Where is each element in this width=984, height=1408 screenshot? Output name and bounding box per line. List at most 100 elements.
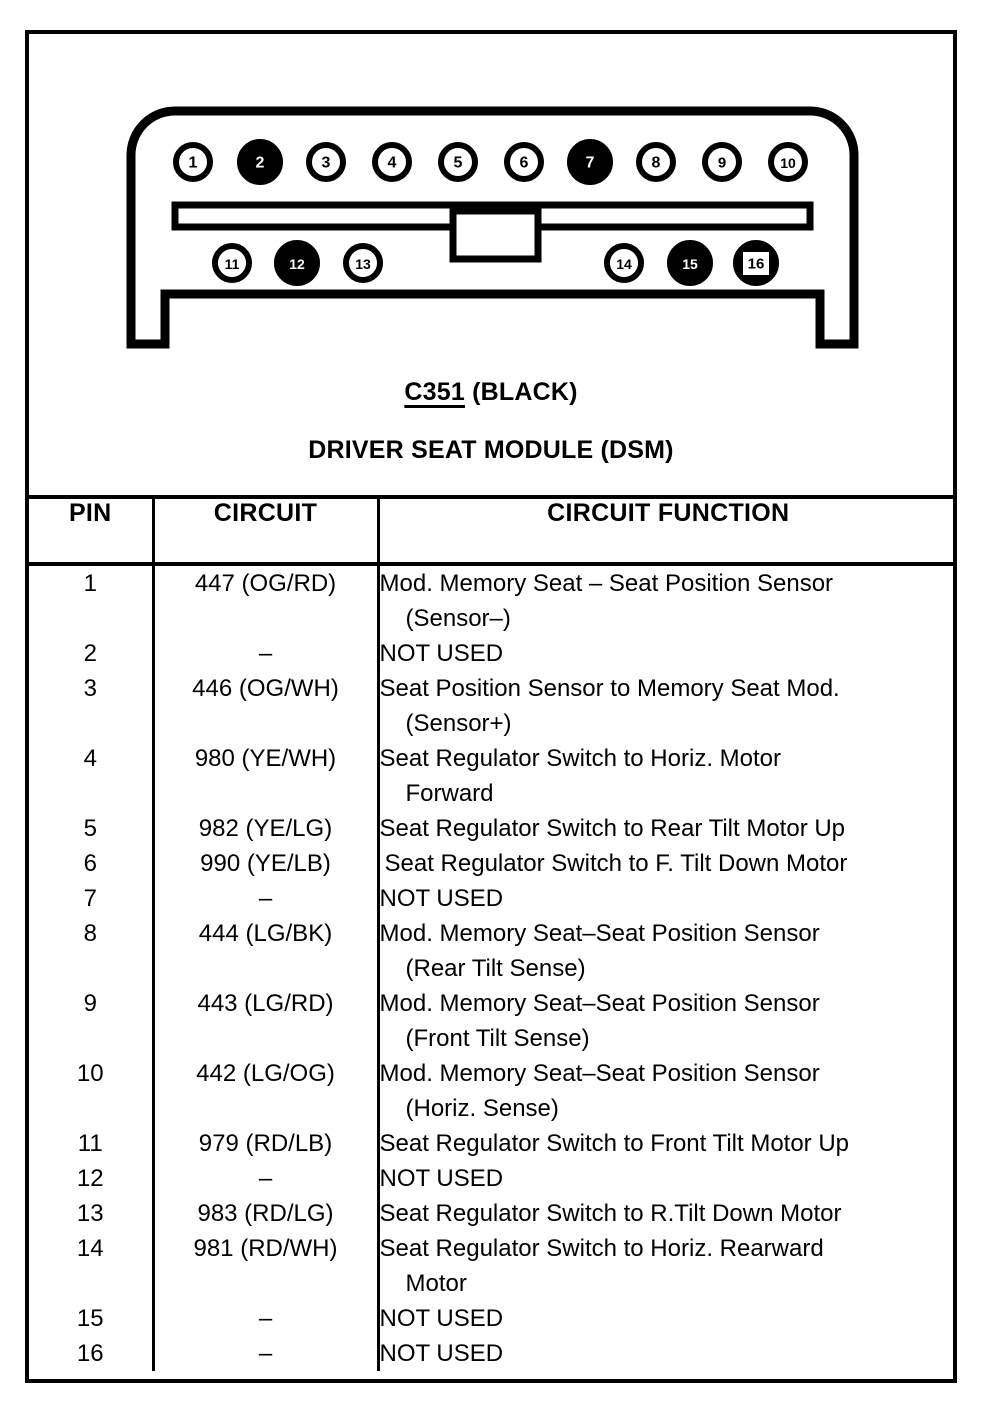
cell-pin: 14 (29, 1231, 155, 1301)
table-row: 3 446 (OG/WH) Seat Position Sensor to Me… (29, 671, 957, 741)
cell-circuit: 981 (RD/WH) (153, 1231, 380, 1301)
connector-pin-9: 9 (702, 142, 742, 182)
table-row: 4 980 (YE/WH) Seat Regulator Switch to H… (29, 741, 957, 811)
cell-function: NOT USED (378, 1336, 957, 1371)
cell-pin: 8 (29, 916, 155, 986)
cell-pin: 4 (29, 741, 155, 811)
function-line: Mod. Memory Seat–Seat Position Sensor (379, 920, 820, 947)
function-line-cont: Forward (405, 780, 494, 807)
connector-pin-1-label: 1 (189, 155, 198, 172)
cell-function: Seat Regulator Switch to Horiz. Motor Fo… (378, 741, 957, 811)
cell-circuit: 446 (OG/WH) (153, 671, 380, 741)
table-row: 2 – NOT USED (29, 636, 957, 671)
cell-function: NOT USED (378, 1301, 957, 1336)
function-line-cont: (Rear Tilt Sense) (405, 955, 586, 982)
header-function: CIRCUIT FUNCTION (378, 499, 957, 566)
function-line: Mod. Memory Seat–Seat Position Sensor (379, 1060, 820, 1087)
cell-pin: 6 (29, 846, 155, 881)
connector-pin-1: 1 (173, 142, 213, 182)
function-line: Mod. Memory Seat–Seat Position Sensor (379, 990, 820, 1017)
table-row: 1 447 (OG/RD) Mod. Memory Seat – Seat Po… (29, 564, 957, 636)
connector-pin-8: 8 (636, 142, 676, 182)
connector-pin-16-label-box (743, 252, 769, 275)
cell-circuit: 444 (LG/BK) (153, 916, 380, 986)
function-line-cont: (Sensor–) (405, 605, 511, 632)
function-line: NOT USED (379, 640, 504, 667)
cell-circuit: 982 (YE/LG) (153, 811, 380, 846)
table-row: 16 – NOT USED (29, 1336, 957, 1371)
cell-circuit: – (153, 881, 380, 916)
table-body: 1 447 (OG/RD) Mod. Memory Seat – Seat Po… (29, 564, 957, 1371)
function-line: NOT USED (379, 1340, 504, 1367)
table-row: 14 981 (RD/WH) Seat Regulator Switch to … (29, 1231, 957, 1301)
function-line-cont: (Horiz. Sense) (405, 1095, 559, 1122)
cell-pin: 11 (29, 1126, 155, 1161)
connector-pin-15-label: 15 (682, 256, 698, 272)
cell-circuit: – (153, 1301, 380, 1336)
cell-function: NOT USED (378, 636, 957, 671)
connector-pin-3: 3 (306, 142, 346, 182)
cell-pin: 16 (29, 1336, 155, 1371)
header-circuit: CIRCUIT (153, 499, 380, 566)
cell-pin: 10 (29, 1056, 155, 1126)
function-line: Seat Regulator Switch to R.Tilt Down Mot… (379, 1200, 842, 1227)
function-line-cont: (Front Tilt Sense) (405, 1025, 590, 1052)
connector-pin-16-label: 16 (748, 256, 765, 273)
connector-pin-2-label: 2 (256, 155, 265, 172)
connector-pin-9-label: 9 (718, 155, 726, 172)
connector-pin-16: 16 (733, 240, 779, 286)
table-row: 8 444 (LG/BK) Mod. Memory Seat–Seat Posi… (29, 916, 957, 986)
table-row: 5 982 (YE/LG) Seat Regulator Switch to R… (29, 811, 957, 846)
pin-assignment-table: PIN CIRCUIT CIRCUIT FUNCTION 1 447 (OG/R… (29, 495, 957, 1383)
connector-id-line: C351 (BLACK) (29, 378, 953, 407)
cell-function: Seat Regulator Switch to Front Tilt Moto… (378, 1126, 957, 1161)
connector-pin-6-label: 6 (520, 155, 529, 172)
cell-pin: 15 (29, 1301, 155, 1336)
cell-pin: 7 (29, 881, 155, 916)
module-name: DRIVER SEAT MODULE (DSM) (308, 436, 674, 464)
connector-color: (BLACK) (472, 378, 578, 406)
table-row: 13 983 (RD/LG) Seat Regulator Switch to … (29, 1196, 957, 1231)
cell-circuit: 983 (RD/LG) (153, 1196, 380, 1231)
cell-function: Mod. Memory Seat–Seat Position Sensor (R… (378, 916, 957, 986)
connector-pin-7: 7 (567, 139, 613, 185)
function-line: Seat Regulator Switch to F. Tilt Down Mo… (384, 850, 848, 877)
cell-pin: 5 (29, 811, 155, 846)
table-row: 7 – NOT USED (29, 881, 957, 916)
cell-circuit: 447 (OG/RD) (153, 564, 380, 636)
cell-function: NOT USED (378, 1161, 957, 1196)
pin-row-top: 1 2 3 4 5 6 7 (173, 139, 808, 185)
cell-pin: 13 (29, 1196, 155, 1231)
table-row: 12 – NOT USED (29, 1161, 957, 1196)
table-header-row: PIN CIRCUIT CIRCUIT FUNCTION (29, 499, 957, 566)
cell-circuit: – (153, 636, 380, 671)
cell-function: Mod. Memory Seat–Seat Position Sensor (H… (378, 1056, 957, 1126)
cell-circuit: – (153, 1161, 380, 1196)
cell-function: Mod. Memory Seat – Seat Position Sensor … (378, 564, 957, 636)
connector-diagram: 1 2 3 4 5 6 7 (125, 105, 860, 350)
cell-circuit: 443 (LG/RD) (153, 986, 380, 1056)
connector-pin-10-label: 10 (780, 155, 796, 171)
function-line: NOT USED (379, 1165, 504, 1192)
cell-circuit: 442 (LG/OG) (153, 1056, 380, 1126)
connector-pin-11-label: 11 (225, 256, 240, 272)
table-row: 11 979 (RD/LB) Seat Regulator Switch to … (29, 1126, 957, 1161)
connector-shell-outline (126, 106, 859, 349)
cell-function: Seat Regulator Switch to R.Tilt Down Mot… (378, 1196, 957, 1231)
cell-pin: 12 (29, 1161, 155, 1196)
connector-pin-6: 6 (504, 142, 544, 182)
function-line: NOT USED (379, 885, 504, 912)
connector-pin-15: 15 (667, 240, 713, 286)
function-line-cont: Motor (405, 1270, 467, 1297)
connector-pin-3-label: 3 (322, 155, 331, 172)
connector-pin-13: 13 (343, 243, 383, 283)
cell-circuit: 979 (RD/LB) (153, 1126, 380, 1161)
table-row: 9 443 (LG/RD) Mod. Memory Seat–Seat Posi… (29, 986, 957, 1056)
cell-circuit: 990 (YE/LB) (153, 846, 380, 881)
function-line: Seat Regulator Switch to Rear Tilt Motor… (379, 815, 846, 842)
pin-row-bottom: 11 12 13 14 15 16 (212, 240, 779, 286)
cell-function: NOT USED (378, 881, 957, 916)
connector-pin-13-label: 13 (355, 256, 371, 272)
cell-pin: 9 (29, 986, 155, 1056)
table-row: 15 – NOT USED (29, 1301, 957, 1336)
